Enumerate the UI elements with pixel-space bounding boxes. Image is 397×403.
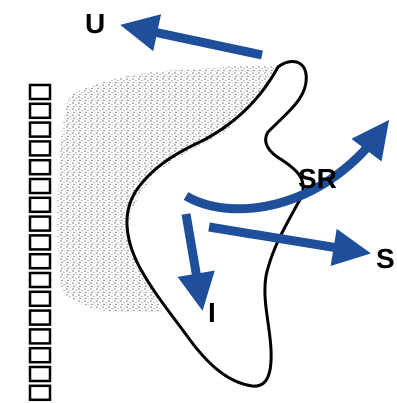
spine-segment (30, 348, 50, 362)
stippled-organ-region (57, 65, 275, 312)
spine-segment (30, 141, 50, 155)
arrow-inferior (186, 214, 200, 296)
spine-segment (30, 123, 50, 137)
spine-segment (30, 235, 50, 249)
spine-segment (30, 273, 50, 287)
label-inferior: I (208, 297, 216, 328)
arrow-superior-right (186, 132, 380, 209)
spine-segment (30, 311, 50, 325)
spine-segment (30, 104, 50, 118)
spine-segment (30, 367, 50, 381)
spine-segment (30, 386, 50, 400)
spine-segment (30, 217, 50, 231)
arrow-up (135, 28, 262, 55)
spine-segment (30, 254, 50, 268)
label-superior-right: SR (298, 163, 337, 194)
spine-segment (30, 160, 50, 174)
spine-column (30, 85, 50, 400)
spine-segment (30, 329, 50, 343)
spine-segment (30, 179, 50, 193)
spine-segment (30, 198, 50, 212)
spine-segment (30, 85, 50, 99)
label-side: S (376, 243, 395, 274)
spine-segment (30, 292, 50, 306)
label-up: U (85, 8, 105, 39)
